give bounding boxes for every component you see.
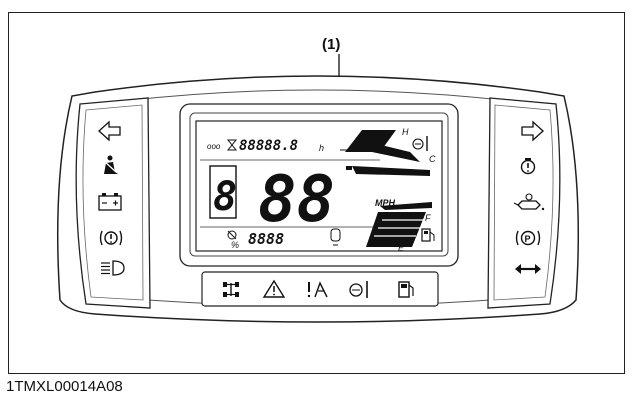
seatbelt-icon [103,155,118,174]
brake-warning-icon [99,230,123,246]
gear-digit: 8 [213,174,237,220]
hour-meter-row: ooo 88888.8 h [207,138,324,154]
tick-dots-icon: ooo [207,142,221,151]
coolant-temp-bargraph [340,130,430,176]
coolant-temp-lcd-icon [412,136,428,151]
figure-code: 1TMXL00014A08 [6,378,123,395]
hazard-icon [515,264,541,274]
headlight-icon [101,260,125,276]
coolant-temp-icon [349,281,368,298]
slip-warning-icon [307,281,328,298]
svg-text:P: P [525,234,531,244]
parking-brake-icon: P [515,230,541,246]
callout-label: (1) [322,36,340,53]
battery-icon [98,193,122,211]
oil-pressure-icon [513,193,545,211]
4wd-icon [223,282,239,297]
fuel-icon [398,281,414,298]
speed-digits: 88 [258,163,335,237]
turn-left-icon [98,120,121,142]
hour-meter-digits: 88888.8 [239,138,298,154]
hour-unit: h [319,143,324,153]
rpm-icon [330,228,341,246]
hourglass-icon [226,139,238,151]
bottom-digits: 8888 [248,230,284,248]
fuel-lcd-icon [421,228,435,242]
pto-icon [227,230,237,240]
turn-right-icon [521,120,544,142]
warning-triangle-icon [262,279,286,298]
fuel-full-label: F [425,213,431,223]
gear-digit-box: 8 [209,165,237,220]
fuel-empty-label: E [398,243,405,253]
bottom-indicator-strip [201,271,439,307]
temp-cold-label: C [429,154,436,164]
right-pod-inner [493,104,554,301]
fuel-bargraph [366,202,432,247]
pto-percent: % [231,240,239,250]
temp-high-label: H [402,127,409,137]
figure-frame [8,12,625,374]
engine-oil-icon [520,158,536,175]
left-pod-inner [82,104,144,301]
bottom-row: % 8888 [227,228,341,250]
speed-unit: MPH [375,198,396,208]
